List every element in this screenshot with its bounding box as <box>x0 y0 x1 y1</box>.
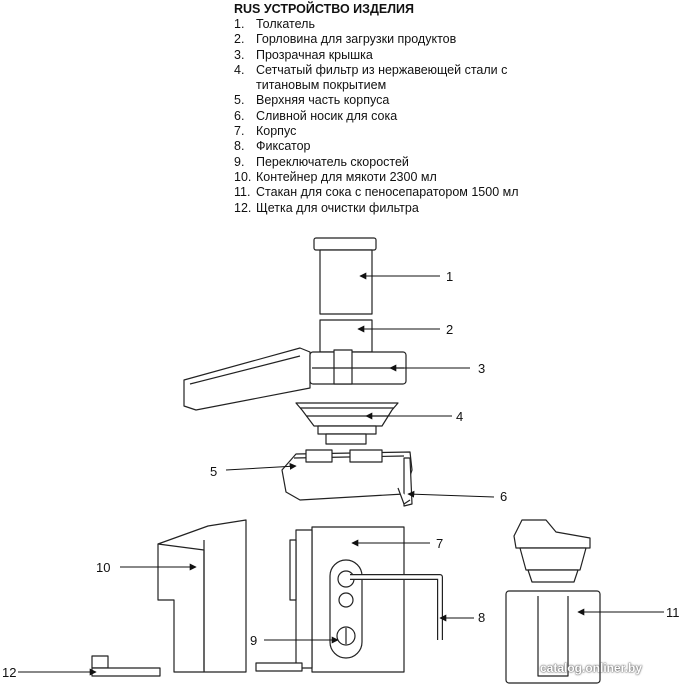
callout-label-9: 9 <box>250 633 257 648</box>
callout-label-5: 5 <box>210 464 217 479</box>
callout-label-7: 7 <box>436 536 443 551</box>
pusher-illustration <box>313 237 377 315</box>
filter-illustration <box>295 402 399 445</box>
part-item-2: 2.Горловина для загрузки продуктов <box>234 32 457 47</box>
pulp-container-illustration <box>157 519 247 673</box>
part-item-11: 11.Стакан для сока с пеносепаратором 150… <box>234 185 519 200</box>
brush-illustration <box>91 655 161 677</box>
callout-label-2: 2 <box>446 322 453 337</box>
callout-label-3: 3 <box>478 361 485 376</box>
part-item-4-continued: титановым покрытием <box>256 78 387 93</box>
callout-label-4: 4 <box>456 409 463 424</box>
part-item-7: 7.Корпус <box>234 124 297 139</box>
page-heading: RUS УСТРОЙСТВО ИЗДЕЛИЯ <box>234 2 414 16</box>
callout-label-11: 11 <box>666 605 680 620</box>
upper-housing-illustration <box>281 449 413 507</box>
part-item-3: 3.Прозрачная крышка <box>234 47 373 62</box>
feed-chute-illustration <box>319 319 373 353</box>
part-item-9: 9.Переключатель скоростей <box>234 154 409 169</box>
part-item-6: 6.Сливной носик для сока <box>234 108 398 123</box>
main-body-illustration <box>255 526 405 673</box>
juice-jug-illustration <box>505 519 601 684</box>
parts-list: 1.Толкатель 2.Горловина для загрузки про… <box>234 17 519 216</box>
callout-arrow-6 <box>407 490 495 498</box>
callout-label-1: 1 <box>446 269 453 284</box>
watermark-text: catalog.onliner.by <box>540 661 643 675</box>
part-item-8: 8.Фиксатор <box>234 139 311 154</box>
callout-label-12: 12 <box>2 665 16 680</box>
cover-illustration <box>183 347 407 411</box>
part-item-1: 1.Толкатель <box>234 17 315 31</box>
part-item-12: 12.Щетка для очистки фильтра <box>234 200 419 215</box>
callout-label-8: 8 <box>478 610 485 625</box>
callout-arrow-5 <box>225 462 297 471</box>
part-item-4: 4.Сетчатый фильтр из нержавеющей стали с <box>234 62 508 77</box>
callout-label-10: 10 <box>96 560 110 575</box>
part-item-5: 5.Верхняя часть корпуса <box>234 93 390 108</box>
part-item-10: 10.Контейнер для мякоти 2300 мл <box>234 169 437 184</box>
callout-label-6: 6 <box>500 489 507 504</box>
